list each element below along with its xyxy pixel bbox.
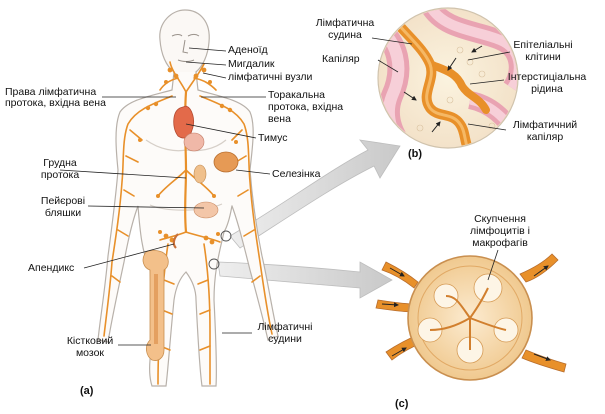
label-marrow-1: Кістковий xyxy=(66,335,114,347)
label-b-vessel-2: судина xyxy=(328,29,362,41)
callout-arrow-c xyxy=(217,261,393,299)
label-right-duct-2: протока, вхідна вена xyxy=(5,97,106,109)
zoom-marker-c xyxy=(208,258,220,270)
spleen xyxy=(213,151,239,173)
lymph-network xyxy=(103,61,273,385)
label-b-interstitial-2: рідина xyxy=(531,83,563,95)
panel-b-label: (b) xyxy=(408,148,423,160)
label-tonsil: Мигдалик xyxy=(228,58,275,70)
label-thymus: Тимус xyxy=(258,132,288,144)
panel-c-label: (c) xyxy=(395,398,409,410)
label-right-duct-1: Права лімфатична xyxy=(5,86,97,98)
label-b-lymph-cap-1: Лімфатичний xyxy=(512,119,578,131)
appendix xyxy=(172,233,179,249)
label-peyer-1: Пейєрові xyxy=(40,195,86,207)
face xyxy=(171,34,200,62)
panel-a-label: (a) xyxy=(80,385,94,397)
label-spleen: Селезінка xyxy=(272,168,321,180)
organs xyxy=(142,105,239,361)
label-peyer-2: бляшки xyxy=(44,207,82,219)
label-thoracic-duct-1: Торакальна xyxy=(268,89,326,101)
label-vessels-1: Лімфатичні xyxy=(257,321,313,333)
label-b-interstitial-1: Інтерстиціальна xyxy=(507,71,587,83)
label-c-cluster-2: лімфоцитів і xyxy=(469,225,530,237)
panel-b-detail xyxy=(371,7,519,149)
callout-arrow-b xyxy=(229,139,401,249)
label-c-cluster-1: Скупчення xyxy=(474,213,526,225)
label-thoracic-duct-2: протока, вхідна xyxy=(268,101,344,113)
label-lymph-nodes: лімфатичні вузли xyxy=(228,71,313,83)
label-b-capillary: Капіляр xyxy=(322,53,360,65)
zoom-marker-b xyxy=(220,230,232,242)
label-thoracic-duct-3: вена xyxy=(268,113,291,125)
label-c-cluster-3: макрофагів xyxy=(472,237,528,249)
label-vessels-2: судини xyxy=(268,333,302,345)
label-b-epithelial-1: Епітеліальні xyxy=(513,39,573,51)
label-b-vessel-1: Лімфатична xyxy=(315,17,375,29)
label-adenoid: Аденоїд xyxy=(228,44,268,56)
label-chest-duct-1: Грудна xyxy=(43,157,77,169)
label-appendix: Апендикс xyxy=(28,262,75,274)
leader-lines-a xyxy=(59,47,271,346)
peyer-patches xyxy=(193,201,219,219)
label-chest-duct-2: протока xyxy=(40,169,80,181)
panel-c-lymph-node xyxy=(375,249,567,381)
label-marrow-2: мозок xyxy=(75,347,105,359)
heart-hint xyxy=(183,132,205,152)
label-b-lymph-cap-2: капіляр xyxy=(526,131,564,143)
label-b-epithelial-2: клітини xyxy=(525,51,561,63)
